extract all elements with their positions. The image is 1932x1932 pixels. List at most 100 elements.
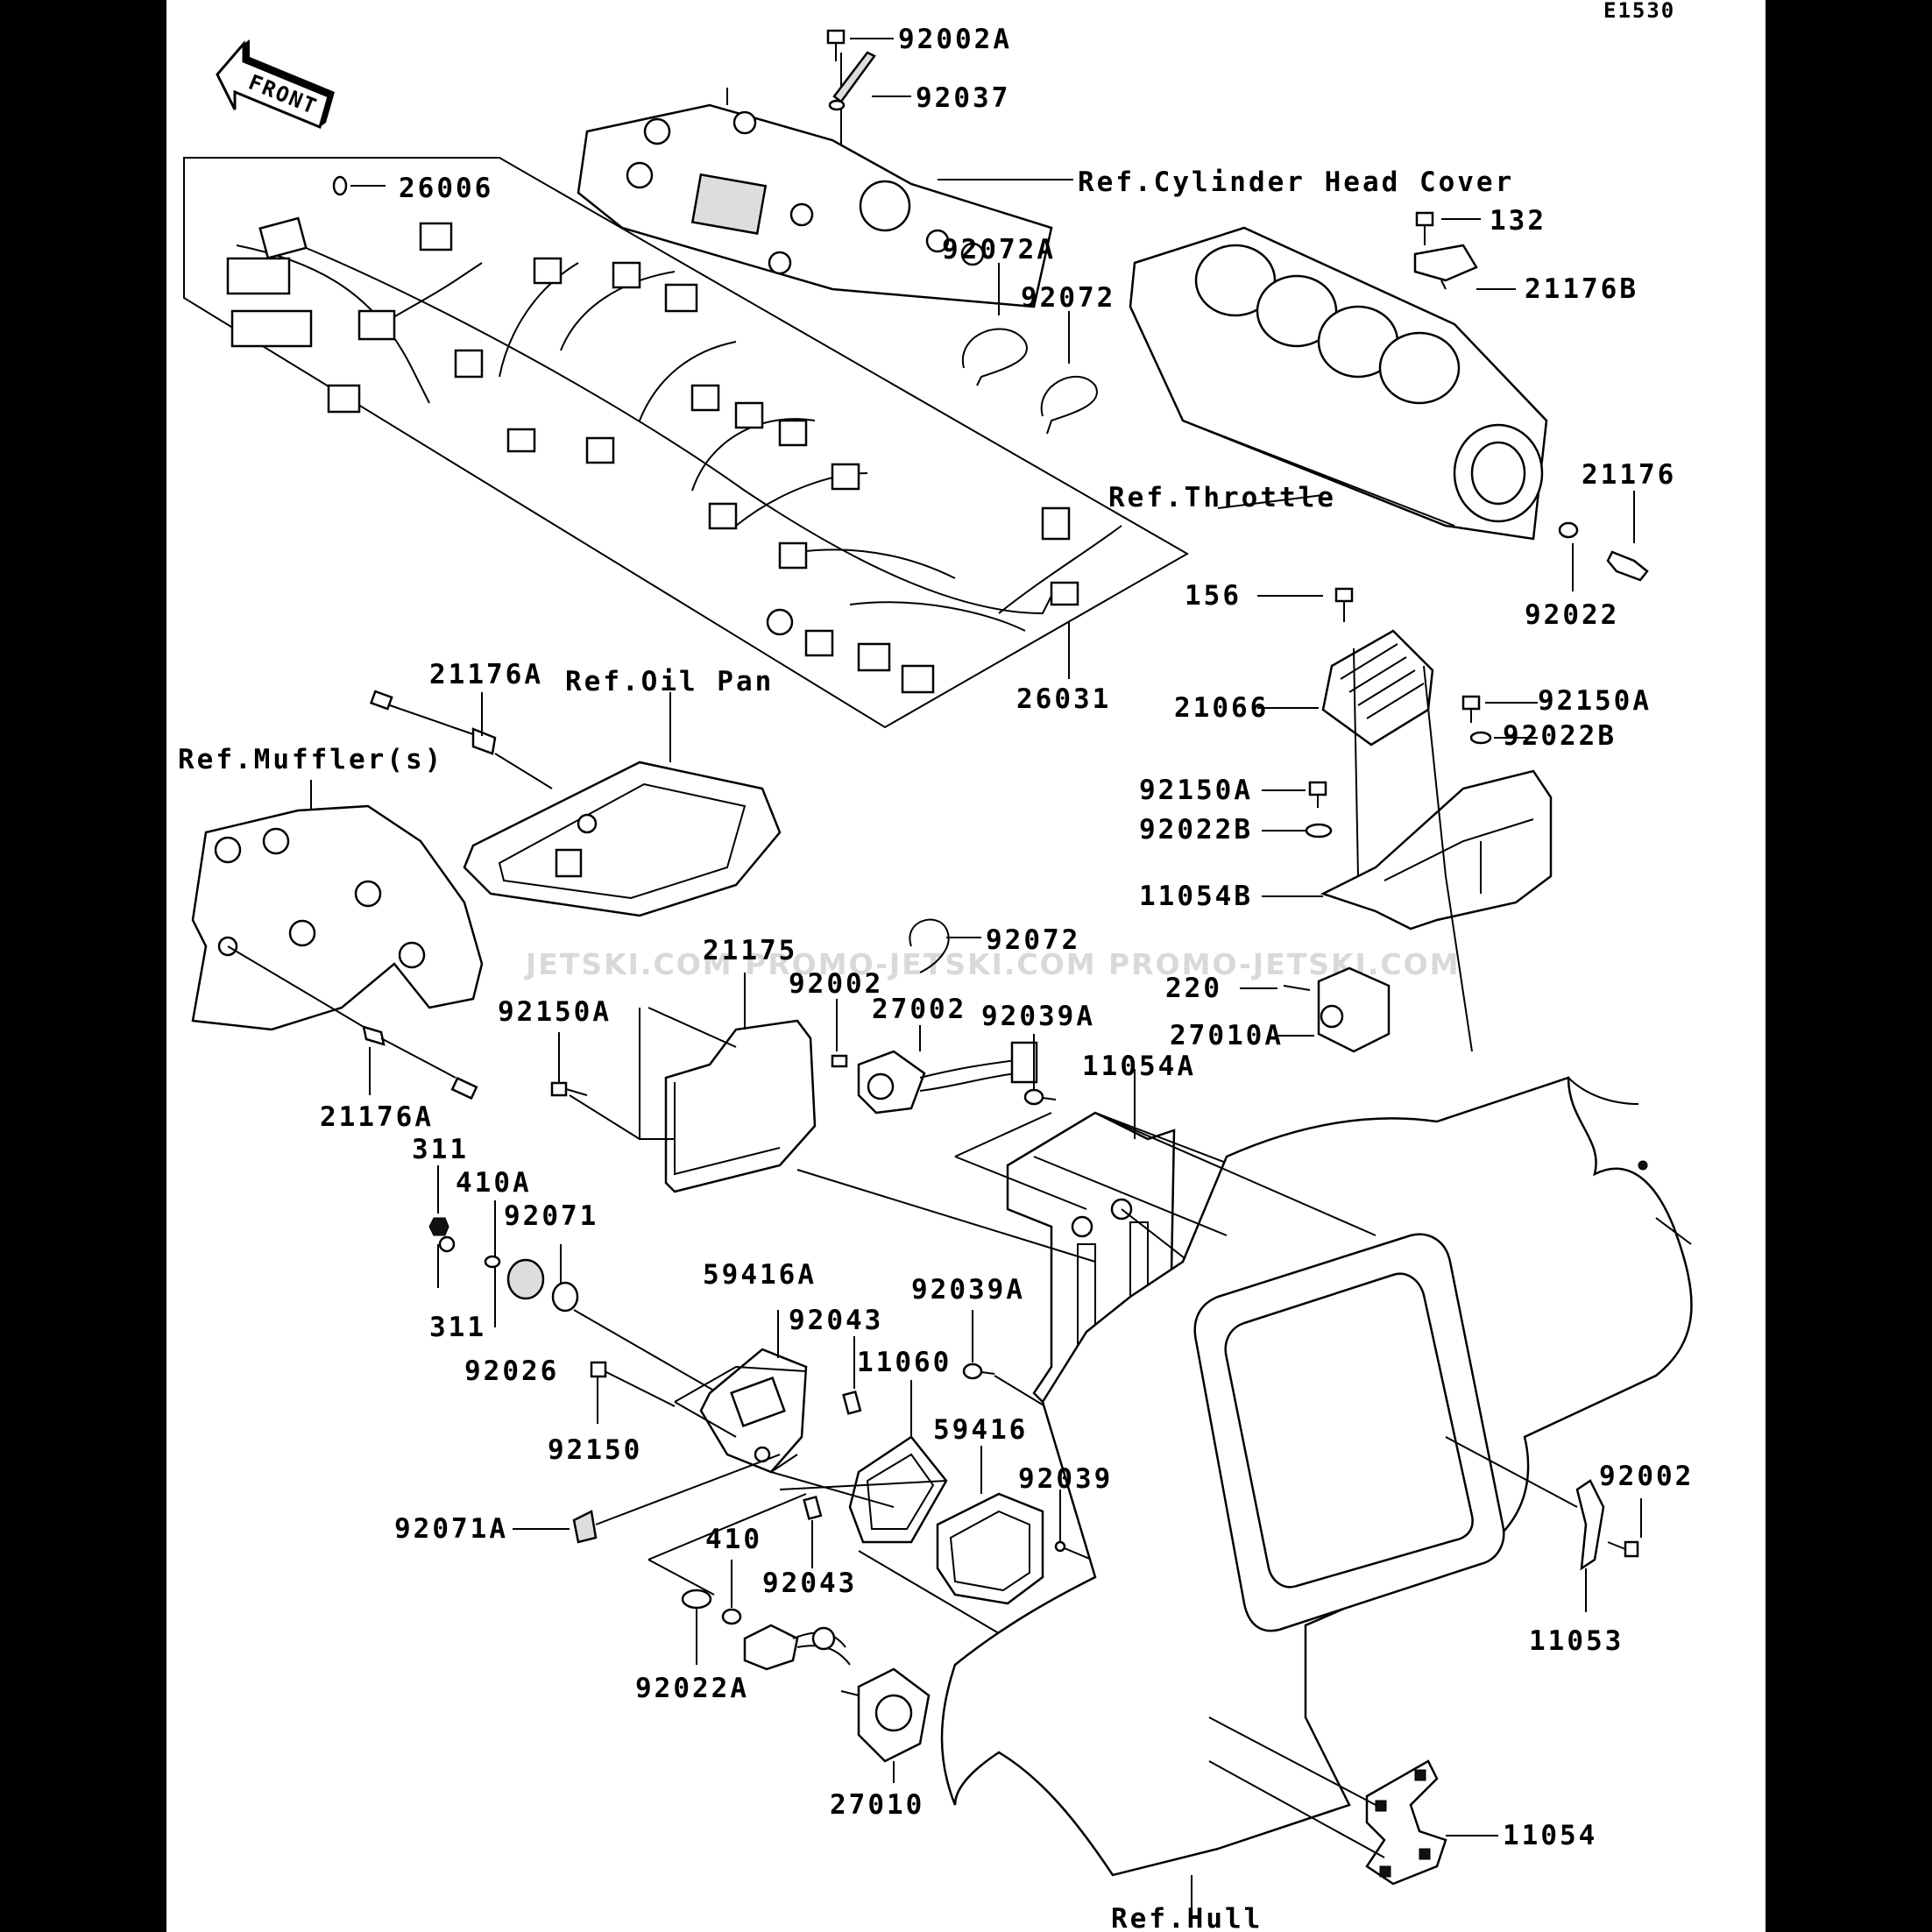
bracket-59416 — [936, 1492, 1044, 1605]
label-ref-oil-pan: Ref.Oil Pan — [565, 666, 774, 697]
bolt-92002-right — [1607, 1540, 1639, 1558]
label-11054B: 11054B — [1139, 881, 1253, 912]
label-92072-top: 92072 — [1021, 282, 1115, 314]
label-92002A: 92002A — [898, 24, 1012, 55]
label-92150A-mid: 92150A — [1139, 775, 1253, 806]
nut-311-top — [428, 1217, 449, 1236]
washer-92022 — [1558, 521, 1579, 539]
label-ref-hull: Ref.Hull — [1111, 1903, 1263, 1932]
label-26006: 26006 — [399, 173, 493, 204]
label-92002-mid: 92002 — [789, 968, 883, 1000]
label-92037: 92037 — [916, 82, 1010, 114]
bracket-11054B — [1320, 769, 1553, 931]
bracket-11054 — [1365, 1759, 1447, 1886]
label-92150: 92150 — [548, 1434, 642, 1466]
bolt-92002A — [826, 29, 846, 61]
diagram-code: E1530 — [1603, 0, 1675, 23]
cap-92071A — [572, 1510, 598, 1544]
label-92072-mid: 92072 — [986, 924, 1080, 956]
label-410A: 410A — [456, 1167, 532, 1199]
bolt-132 — [1415, 211, 1434, 245]
watermark: JETSKI.COM PROMO-JETSKI.COM PROMO-JETSKI… — [524, 947, 1460, 981]
throttle-body — [1129, 226, 1548, 541]
label-156: 156 — [1185, 580, 1242, 612]
label-92002-right: 92002 — [1599, 1461, 1694, 1492]
bolt-156 — [1334, 587, 1354, 622]
label-410: 410 — [705, 1524, 762, 1555]
washer-410A — [484, 1255, 501, 1269]
label-21175: 21175 — [703, 935, 797, 966]
grommet-92026 — [506, 1258, 545, 1300]
bolt-92150A-right — [1461, 695, 1481, 723]
spacer-92043-top — [842, 1390, 862, 1415]
label-ref-throttle: Ref.Throttle — [1108, 482, 1336, 513]
label-92072A: 92072A — [942, 234, 1056, 265]
label-92150A-left: 92150A — [498, 996, 612, 1028]
washer-92022B-mid — [1305, 823, 1333, 839]
sensor-21176A-bottom — [227, 945, 478, 1100]
cylinder-head-cover — [577, 53, 1053, 308]
relay-27010A — [1317, 966, 1391, 1053]
label-311-top: 311 — [412, 1134, 469, 1165]
hull — [940, 1076, 1693, 1877]
label-92150A-right: 92150A — [1538, 685, 1652, 717]
washer-92022B-right — [1469, 731, 1492, 745]
bracket-59416A — [699, 1348, 808, 1474]
clamp-92072-mid — [909, 918, 950, 973]
sensor-21176A-top — [369, 690, 497, 755]
label-92039A-mid: 92039A — [911, 1274, 1025, 1306]
nut-311-bottom — [438, 1235, 456, 1253]
sensor-21176B — [1413, 244, 1478, 282]
label-ref-cylinder-head-cover: Ref.Cylinder Head Cover — [1078, 166, 1514, 198]
label-59416: 59416 — [933, 1414, 1028, 1446]
label-92043-top: 92043 — [789, 1305, 883, 1336]
label-21176A-top: 21176A — [429, 659, 543, 690]
label-11054: 11054 — [1503, 1820, 1597, 1851]
label-21176: 21176 — [1582, 459, 1676, 491]
oil-pan — [463, 761, 782, 917]
label-92022: 92022 — [1525, 599, 1619, 631]
washer-92022A — [681, 1589, 712, 1610]
label-92026: 92026 — [464, 1355, 559, 1387]
label-92039: 92039 — [1018, 1463, 1113, 1495]
front-arrow-icon: FRONT — [216, 39, 335, 130]
label-27002: 27002 — [872, 994, 966, 1025]
label-11054A: 11054A — [1082, 1051, 1196, 1082]
muffler — [191, 804, 484, 1031]
screw-92039A-top — [1023, 1088, 1057, 1106]
label-11053: 11053 — [1529, 1625, 1624, 1657]
harness-group-frame — [183, 157, 1190, 729]
regulator-21066 — [1321, 629, 1434, 747]
label-26031: 26031 — [1016, 683, 1111, 715]
bracket-11053 — [1575, 1479, 1605, 1571]
bolt-92002-mid — [831, 1054, 848, 1068]
label-220: 220 — [1165, 973, 1222, 1004]
label-92071A: 92071A — [394, 1513, 508, 1545]
label-21176A-bottom: 21176A — [320, 1101, 434, 1133]
label-311-bottom: 311 — [429, 1312, 486, 1343]
label-21066: 21066 — [1174, 692, 1269, 724]
bolt-92150A-left — [550, 1081, 588, 1097]
sensor-27002 — [857, 1041, 1038, 1115]
label-92022B-right: 92022B — [1503, 720, 1617, 752]
label-92039A-top: 92039A — [981, 1001, 1095, 1032]
clip-26006 — [332, 175, 348, 196]
label-132: 132 — [1490, 205, 1546, 237]
label-11060: 11060 — [857, 1347, 952, 1378]
ecu-21175 — [664, 1019, 817, 1193]
parts-diagram-sheet: E1530 JETSKI.COM PROMO-JETSKI.COM PROMO-… — [166, 0, 1766, 1932]
gasket-11060 — [848, 1435, 948, 1544]
band-92037 — [828, 51, 876, 111]
label-ref-mufflers: Ref.Muffler(s) — [178, 744, 443, 775]
label-27010A: 27010A — [1170, 1020, 1284, 1051]
clamp-92072-top — [1040, 376, 1098, 435]
label-92043-bottom: 92043 — [762, 1568, 857, 1599]
parts-diagram-canvas: E1530 JETSKI.COM PROMO-JETSKI.COM PROMO-… — [178, 0, 1694, 1932]
label-21176B: 21176B — [1525, 273, 1638, 305]
washer-410 — [721, 1608, 742, 1625]
clamp-92072A — [961, 328, 1028, 386]
spacer-92043-bottom — [803, 1495, 823, 1520]
main-harness — [226, 216, 1122, 694]
bolt-92150A-mid — [1308, 781, 1327, 808]
label-92022A: 92022A — [635, 1673, 749, 1704]
